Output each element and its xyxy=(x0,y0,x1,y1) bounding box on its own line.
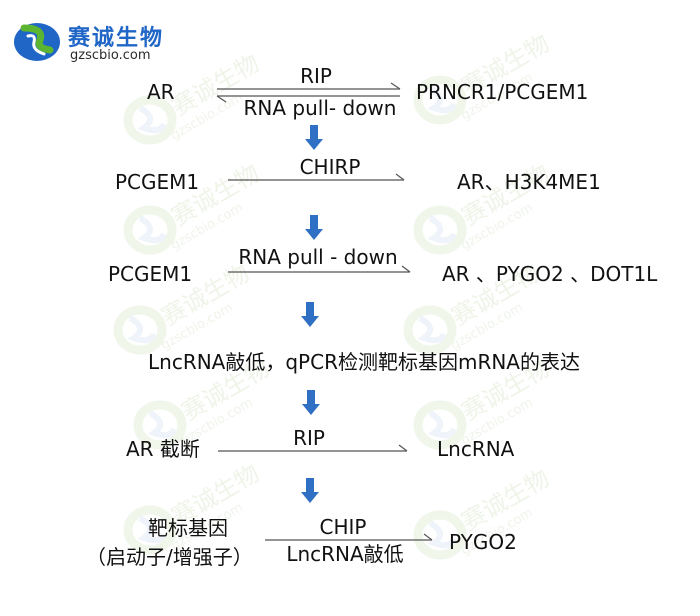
step1-bottom-label: RNA pull- down xyxy=(243,96,397,120)
brand-url: gzscbio.com xyxy=(70,48,151,63)
half-arrow xyxy=(228,173,405,181)
step3-right-label: AR 、PYGO2 、DOT1L xyxy=(442,262,658,286)
step4-text: LncRNA敲低，qPCR检测靶标基因mRNA的表达 xyxy=(148,350,580,374)
step5-left-label: AR 截断 xyxy=(126,437,200,461)
step6-right-label: PYGO2 xyxy=(449,530,517,554)
half-arrow xyxy=(218,444,408,452)
step3-left-label: PCGEM1 xyxy=(108,262,193,286)
flow-down-arrow xyxy=(305,215,323,240)
step6-bottom-label: LncRNA敲低 xyxy=(286,542,404,566)
flow-down-arrow xyxy=(301,478,319,503)
step5-top-label: RIP xyxy=(293,426,325,450)
step1-left-label: AR xyxy=(147,80,175,104)
step6-top-label: CHIP xyxy=(319,515,367,539)
flow-down-arrow xyxy=(305,125,323,150)
step1-top-label: RIP xyxy=(300,64,332,88)
brand-logo: 赛诚生物 gzscbio.com xyxy=(10,10,240,68)
step3-top-label: RNA pull - down xyxy=(238,245,398,269)
brand-logo-icon xyxy=(14,23,60,61)
half-arrow xyxy=(265,533,433,541)
step2-left-label: PCGEM1 xyxy=(115,170,200,194)
flow-down-arrow xyxy=(302,390,320,415)
half-arrow xyxy=(228,265,411,273)
step6-left-label-line2: （启动子/增强子） xyxy=(86,545,253,569)
bidirectional-half-arrow xyxy=(216,82,401,103)
step1-right-label: PRNCR1/PCGEM1 xyxy=(416,80,589,104)
brand-name: 赛诚生物 xyxy=(68,26,165,51)
step5-right-label: LncRNA xyxy=(437,437,515,461)
flow-down-arrow xyxy=(301,302,319,327)
step6-left-label-line1: 靶标基因 xyxy=(148,516,228,540)
step2-right-label: AR、H3K4ME1 xyxy=(457,170,601,194)
step2-top-label: CHIRP xyxy=(299,155,361,179)
